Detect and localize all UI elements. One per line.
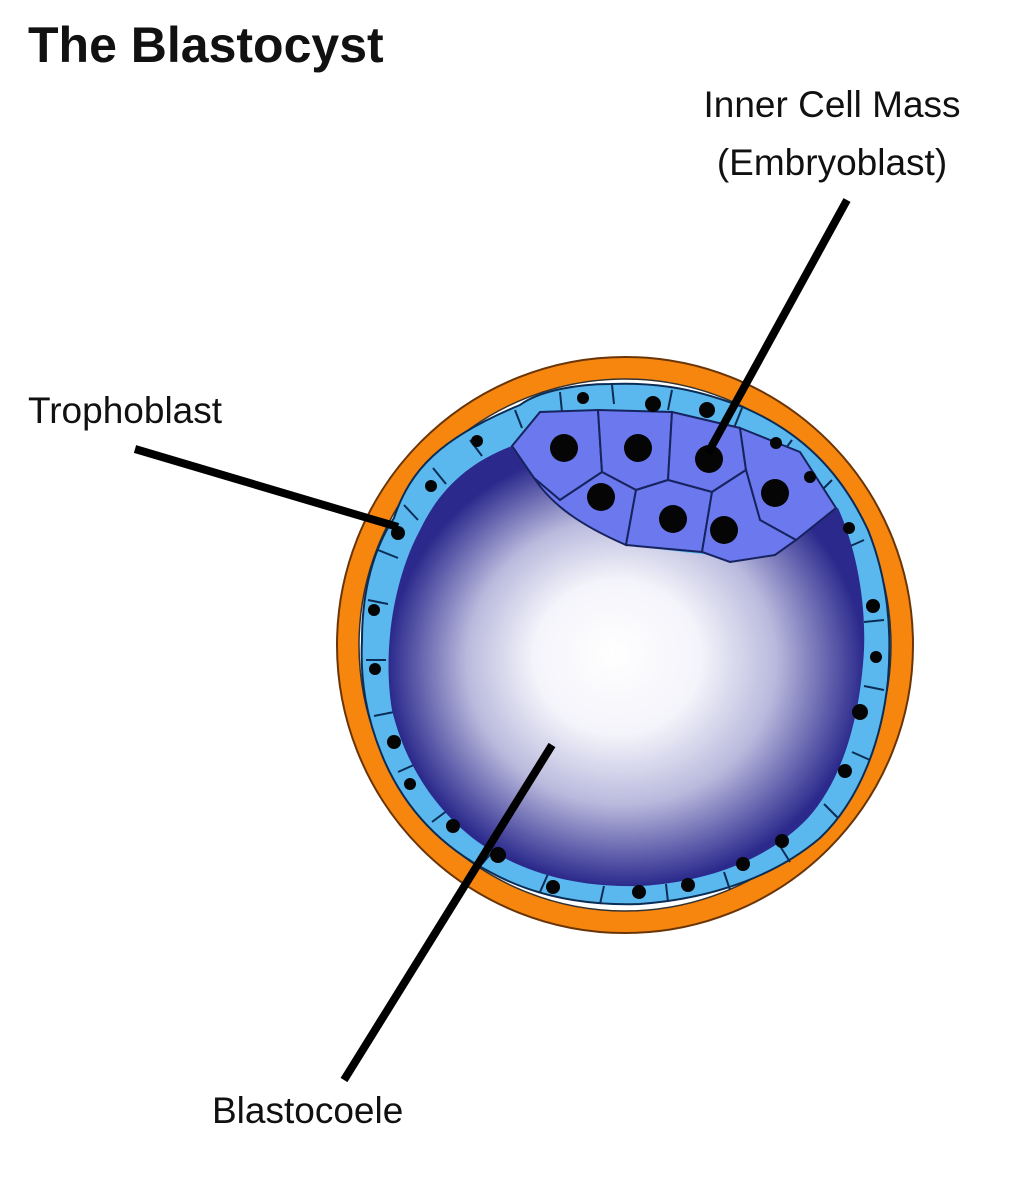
- nucleus: [632, 885, 646, 899]
- nucleus: [761, 479, 789, 507]
- diagram-title: The Blastocyst: [28, 17, 384, 73]
- nucleus: [659, 505, 687, 533]
- nucleus: [710, 516, 738, 544]
- nucleus: [546, 880, 560, 894]
- blastocoele-leader: [340, 742, 556, 1083]
- nucleus: [369, 663, 381, 675]
- nucleus: [645, 396, 661, 412]
- nucleus: [368, 604, 380, 616]
- icm-nuclei: [550, 434, 789, 544]
- nucleus: [490, 847, 506, 863]
- nucleus: [852, 704, 868, 720]
- nucleus: [624, 434, 652, 462]
- nucleus: [736, 857, 750, 871]
- nucleus: [446, 819, 460, 833]
- nucleus: [681, 878, 695, 892]
- nucleus: [838, 764, 852, 778]
- nucleus: [699, 402, 715, 418]
- embryoblast-label: (Embryoblast): [717, 142, 947, 183]
- trophoblast-nuclei: [368, 392, 882, 899]
- nucleus: [695, 445, 723, 473]
- nucleus: [425, 480, 437, 492]
- inner-cell-mass: [510, 408, 838, 564]
- nucleus: [577, 392, 589, 404]
- nucleus: [866, 599, 880, 613]
- nucleus: [550, 434, 578, 462]
- nucleus: [804, 471, 816, 483]
- nucleus: [387, 735, 401, 749]
- trophoblast-label: Trophoblast: [28, 390, 223, 431]
- inner-cell-mass-label: Inner Cell Mass: [703, 84, 960, 125]
- nucleus: [587, 483, 615, 511]
- nucleus: [843, 522, 855, 534]
- blastocoele-label: Blastocoele: [212, 1090, 403, 1131]
- nucleus: [775, 834, 789, 848]
- inner-cell-mass-leader: [704, 198, 851, 455]
- nucleus: [770, 437, 782, 449]
- nucleus: [870, 651, 882, 663]
- trophoblast-leader: [133, 445, 400, 531]
- blastocoele-cavity: [388, 446, 865, 887]
- nucleus: [404, 778, 416, 790]
- nucleus: [471, 435, 483, 447]
